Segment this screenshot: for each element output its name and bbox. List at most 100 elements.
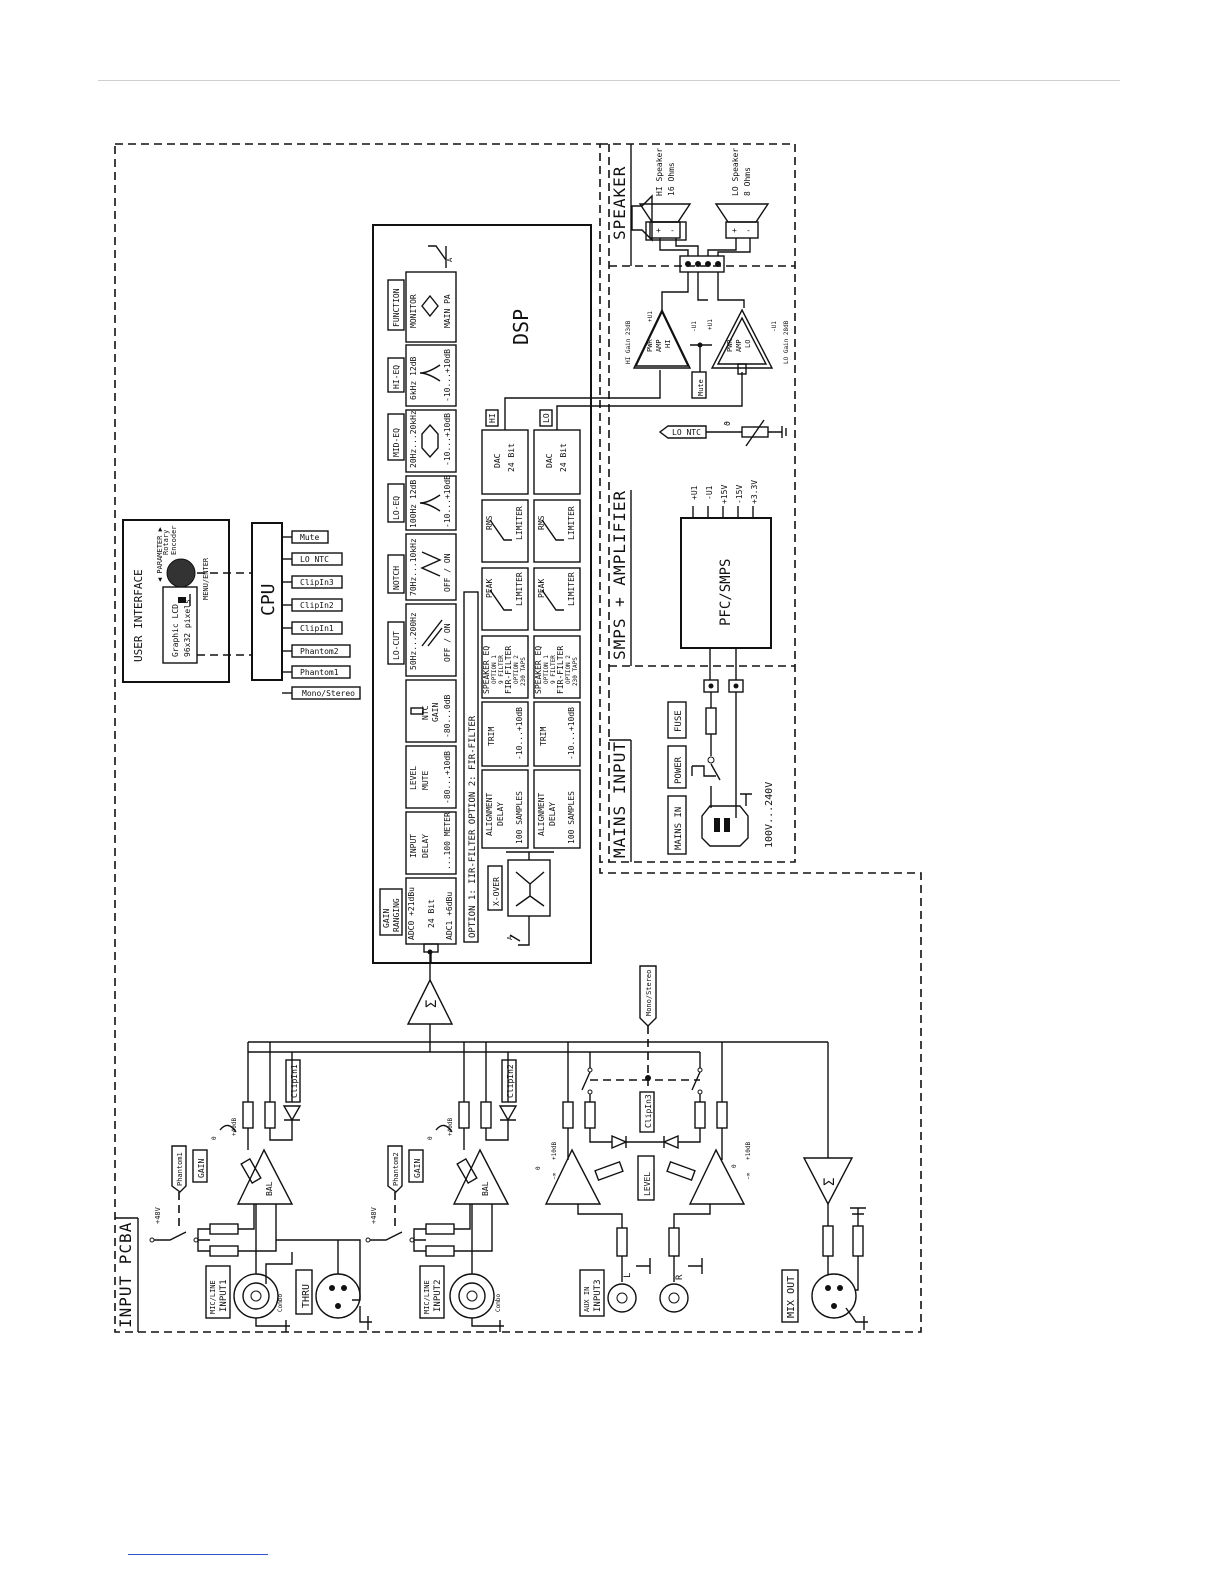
- gain-ranging-2: RANGING: [392, 898, 401, 932]
- cpu-signal-lo-ntc: LO NTC: [300, 555, 329, 564]
- rotary-encoder-icon[interactable]: [166, 558, 196, 588]
- dsp-chain: GAIN RANGING ADC0 +21dBu 24 Bit ADC1 +6d…: [379, 245, 457, 953]
- hi-trim-2: -10...+10dB: [515, 707, 524, 760]
- combo1-label: Combo: [277, 1294, 284, 1312]
- cpu-signal-clipin1: ClipIn1: [300, 624, 334, 633]
- lo-speaker-1: LO Speaker: [731, 148, 740, 196]
- hi-eq-label: HI-EQ: [392, 365, 401, 389]
- section-borders: [114, 143, 922, 1333]
- lo-eq-2: -10...+10dB: [443, 475, 452, 528]
- cpu-signal-phantom1: Phantom1: [300, 668, 339, 677]
- lo-spk-plus: +: [732, 226, 737, 235]
- hi-rms-2: LIMITER: [515, 506, 524, 540]
- amp-mute-label: Mute: [697, 379, 705, 396]
- section-label-speaker: SPEAKER: [610, 166, 629, 240]
- lo-align-1: ALIGNMENT: [537, 792, 546, 836]
- cpu-label: CPU: [258, 583, 279, 616]
- lo-amp-minus-rail: -U1: [771, 321, 778, 332]
- channel-3: ClipIn3 LEVEL +10dB -∞ 0 +10dB -∞ 0 L R …: [535, 1042, 752, 1317]
- lo-ntc-sensor: LO NTC ϑ: [658, 419, 787, 447]
- hi-align-1: ALIGNMENT: [485, 792, 494, 836]
- lo-speq-5: OPTION 2: [565, 655, 572, 684]
- rotary-label-1: Rotary: [162, 530, 170, 555]
- mix-out: Σ MIX OUT: [781, 1042, 868, 1330]
- section-label-smps-amplifier: SMPS + AMPLIFIER: [610, 490, 629, 660]
- input-delay-2: DELAY: [421, 834, 430, 858]
- hi-speq-4: FIR-FILTER: [504, 646, 513, 694]
- lo-speq-3: 9 FILTER: [550, 655, 557, 684]
- hi-speq-3: 9 FILTER: [498, 655, 505, 684]
- hi-trim-1: TRIM: [487, 727, 496, 746]
- hi-align-3: 100 SAMPLES: [515, 791, 524, 844]
- lo-amp-plus-rail: +U1: [707, 319, 714, 330]
- amplifiers: PWR AMP HI HI Gain 23dB +U1 -U1 PWR AMP …: [625, 308, 790, 399]
- smps-rail-2: -U1: [705, 485, 714, 500]
- lo-cut-2: OFF / ON: [443, 623, 452, 662]
- smps-rail-4: -15V: [735, 485, 744, 504]
- function-switch-label: A: [446, 257, 454, 262]
- hi-speq-6: 230 TAPS: [520, 657, 527, 686]
- ntc-gain-1: NTC: [421, 705, 430, 720]
- hi-eq-2: -10...+10dB: [443, 349, 452, 402]
- hi-amp-3: HI: [664, 340, 672, 348]
- gain1-label: GAIN: [197, 1159, 206, 1178]
- xover: X-OVER A: [487, 851, 554, 946]
- lo-path: ALIGNMENT DELAY 100 SAMPLES TRIM -10...+…: [533, 409, 581, 849]
- lo-rms-2: LIMITER: [567, 506, 576, 540]
- hi-rms-1: RMS: [485, 515, 494, 530]
- section-label-mains-input: MAINS INPUT: [610, 741, 629, 858]
- aux-r-max-label: +10dB: [745, 1142, 752, 1160]
- section-label-input-pcba: INPUT PCBA: [116, 1222, 135, 1328]
- ntc-gain-3: -80...0dB: [443, 694, 452, 738]
- mono-stereo-label: Mono/Stereo: [645, 970, 653, 1016]
- lo-eq-label: LO-EQ: [392, 496, 401, 520]
- lo-peak-2: LIMITER: [567, 572, 576, 606]
- cpu-signals: Mono/Stereo Phantom1 Phantom2 ClipIn1 Cl…: [282, 530, 361, 700]
- level-mute-3: -80...+10dB: [443, 751, 452, 804]
- bal2-label: BAL: [481, 1181, 490, 1196]
- phantom1-label: Phantom1: [176, 1152, 184, 1186]
- gain1-min-label: 0: [211, 1136, 218, 1140]
- input3-label-2: INPUT3: [593, 1279, 603, 1312]
- input2-label-1: MIC/LINE: [423, 1280, 431, 1314]
- footer-link-underline[interactable]: [128, 1554, 268, 1555]
- lo-tag: LO: [542, 413, 551, 423]
- ntc-theta-label: ϑ: [723, 421, 732, 426]
- smps-block: PFC/SMPS +U1 -U1 +15V -15V +3.3V: [680, 480, 772, 680]
- menu-button-icon[interactable]: [178, 594, 191, 606]
- xover-label: X-OVER: [492, 877, 501, 906]
- lo-peak-1: PEAK: [537, 579, 546, 598]
- menu-enter-label: MENU/ENTER: [202, 557, 210, 600]
- adc-1: ADC0 +21dBu: [407, 887, 416, 940]
- level-mute-2: MUTE: [421, 771, 430, 790]
- lo-trim-2: -10...+10dB: [567, 707, 576, 760]
- level-label: LEVEL: [643, 1172, 652, 1196]
- hi-amp-1: PWR: [646, 339, 654, 352]
- hi-eq-1: 6kHz 12dB: [409, 356, 418, 400]
- lo-speq-4: FIR-FILTER: [556, 646, 565, 694]
- mid-eq-1: 20Hz...20kHz: [409, 410, 418, 468]
- sum-amp-main-label: Σ: [424, 1000, 440, 1008]
- input-delay-3: ...100 METER: [443, 812, 452, 870]
- clipin1-label: ClipIn1: [290, 1064, 299, 1098]
- lo-rms-1: RMS: [537, 515, 546, 530]
- mains-in-label: MAINS IN: [674, 807, 684, 850]
- speakers: + - HI Speaker 16 Ohms + - LO Speaker 8 …: [631, 148, 770, 242]
- mid-eq-2: -10...+10dB: [443, 413, 452, 466]
- dsp-block: DSP: [372, 224, 592, 964]
- hi-align-2: DELAY: [496, 802, 505, 826]
- lo-speq-1: SPEAKER EQ: [534, 646, 543, 694]
- plus48v-2-label: +48V: [370, 1206, 378, 1224]
- adc-2: 24 Bit: [427, 899, 436, 928]
- lo-gain-label: LO Gain 28dB: [783, 320, 790, 364]
- lo-amp-3: LO: [744, 340, 752, 348]
- lo-spk-minus: -: [746, 226, 751, 235]
- mid-eq-label: MID-EQ: [392, 428, 401, 457]
- lo-amp-2: AMP: [735, 339, 743, 352]
- hi-amp-2: AMP: [655, 339, 663, 352]
- aux-r-min-label: -∞: [745, 1172, 752, 1180]
- user-interface-panel: USER INTERFACE Graphic LCD 96x32 pixels …: [122, 519, 230, 683]
- function-1: MONITOR: [409, 294, 418, 328]
- cpu-signal-phantom2: Phantom2: [300, 647, 339, 656]
- mono-stereo-control: Mono/Stereo: [590, 965, 700, 1086]
